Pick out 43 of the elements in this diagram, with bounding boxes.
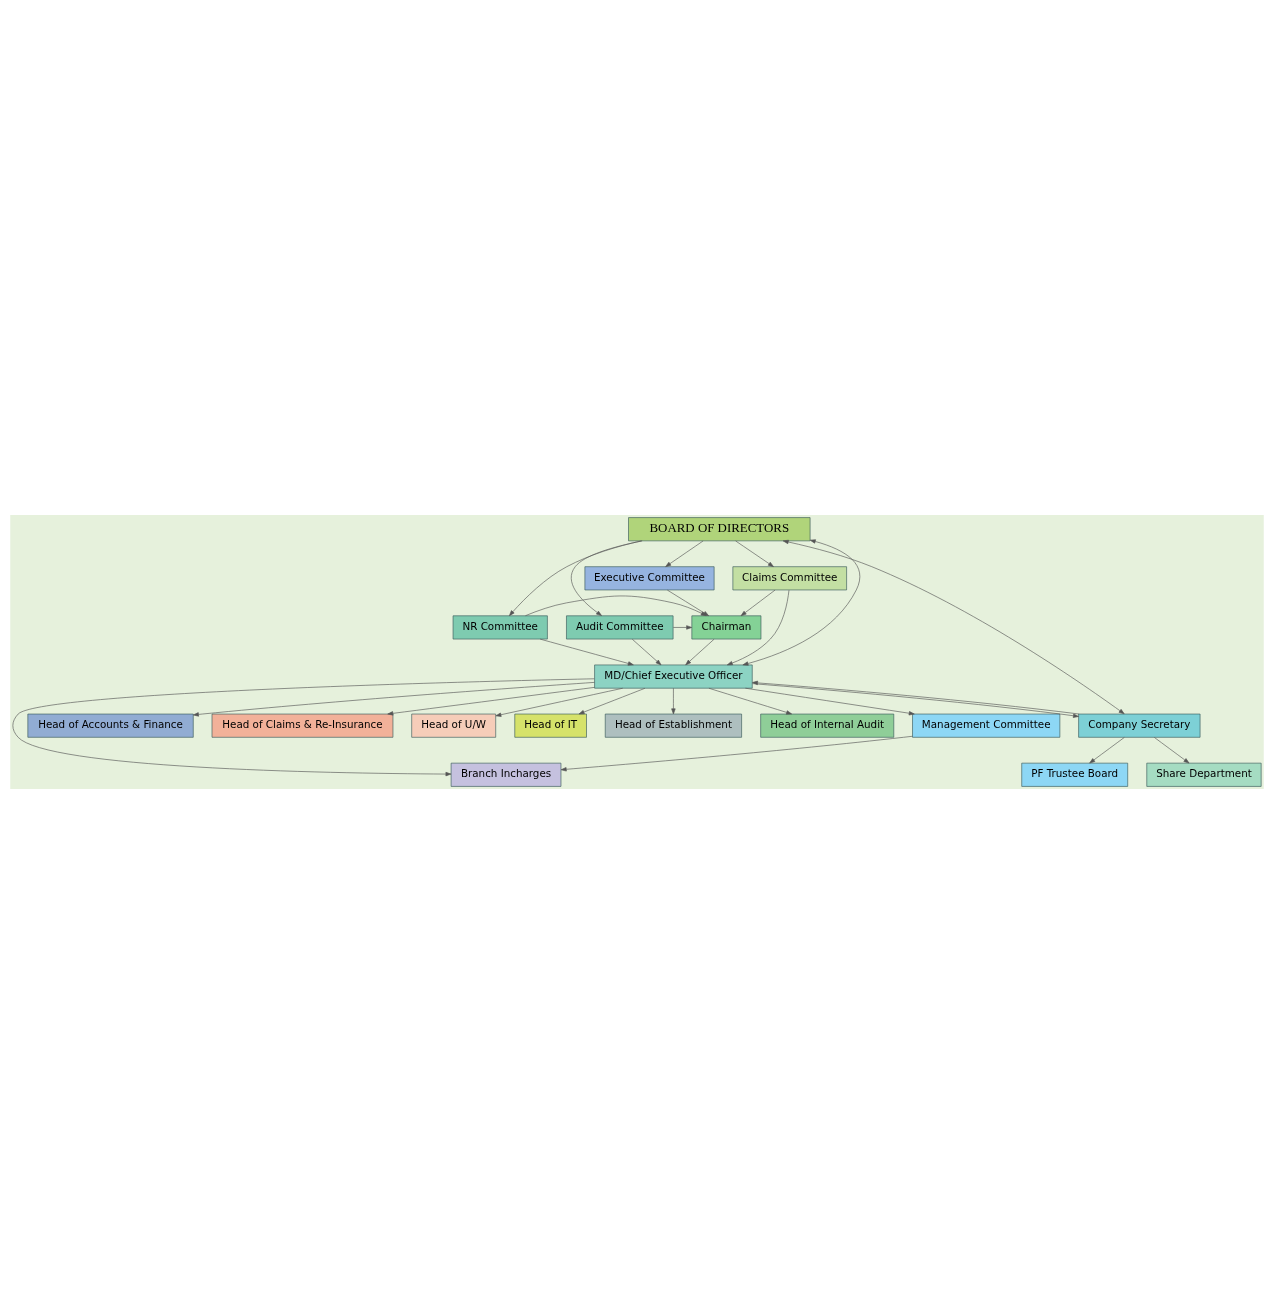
node-box: Branch Incharges	[450, 762, 562, 787]
arrow	[560, 735, 913, 771]
arrow	[671, 687, 676, 714]
node-box: Head of U/W	[411, 713, 497, 738]
arrow	[685, 638, 715, 665]
arrow	[539, 638, 634, 666]
arrow	[1089, 736, 1125, 763]
node-box: NR Committee	[452, 615, 548, 639]
node-box: MD/Chief Executive Officer	[594, 664, 753, 688]
arrow	[672, 624, 693, 630]
node-box: Executive Committee	[584, 565, 715, 590]
arrow	[782, 539, 1125, 714]
node-box: Head of Establishment	[604, 713, 742, 738]
arrow	[509, 540, 642, 616]
arrow	[387, 686, 595, 715]
node-box: Head of Claims & Re-Insurance	[211, 713, 394, 738]
node-box: PF Trustee Board	[1021, 762, 1129, 787]
arrow	[665, 540, 704, 567]
node-box: Chairman	[691, 615, 762, 639]
node-box: BOARD OF DIRECTORS	[628, 516, 811, 541]
arrow	[745, 687, 915, 715]
arrow	[667, 589, 709, 616]
arrow	[570, 540, 643, 616]
node-box: Head of Internal Audit	[760, 713, 895, 738]
node-box: Claims Committee	[732, 565, 847, 590]
arrow	[708, 687, 792, 714]
arrow	[12, 677, 595, 776]
arrow	[726, 589, 790, 665]
arrow	[1154, 736, 1190, 763]
arrow	[193, 681, 595, 717]
node-box: Audit Committee	[566, 615, 674, 639]
node-box: Head of IT	[514, 713, 587, 738]
node-box: Management Committee	[912, 713, 1061, 738]
arrow	[578, 687, 646, 714]
arrow	[740, 589, 776, 616]
arrow	[525, 595, 707, 616]
arrow	[495, 687, 624, 717]
node-box: Share Department	[1146, 762, 1262, 787]
node-box: Company Secretary	[1078, 713, 1201, 738]
arrow	[631, 638, 662, 665]
node-box: Head of Accounts & Finance	[27, 713, 194, 738]
arrow	[735, 540, 774, 567]
arrow	[742, 538, 861, 666]
